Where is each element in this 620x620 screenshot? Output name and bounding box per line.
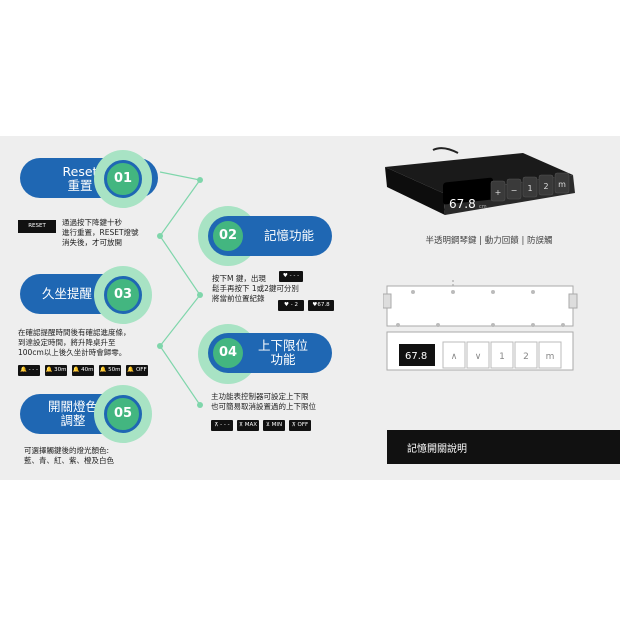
keypad-device-image: 67.8 cm + − 1 2 m [385, 147, 575, 215]
limits-key-min: ⊻ MIN [263, 420, 285, 431]
limits-description: 主功能表控制器可設定上下限 也可簡易取消設置過的上下限位 [211, 392, 316, 411]
memory-title: 記憶功能 [263, 228, 314, 243]
light-title-line2: 調整 [60, 413, 86, 428]
number-badge-02: 02 [210, 218, 246, 254]
panel-btn-up: ∧ [451, 352, 458, 362]
sit-key-40: 🔔 40m [72, 365, 94, 376]
limits-title-line2: 功能 [270, 352, 296, 367]
number-badge-03: 03 [104, 276, 142, 314]
number-badge-04: 04 [210, 335, 246, 371]
limits-key-max: ⊼ MAX [237, 420, 259, 431]
sit-key-off: 🔔 OFF [126, 365, 148, 376]
panel-btn-1: 1 [499, 352, 505, 362]
panel-btn-m: m [546, 352, 555, 362]
device-btn-2: 2 [543, 182, 548, 191]
panel-btn-down: ∨ [475, 352, 482, 362]
memory-description: 按下M 鍵，出現 鬆手再按下 1或2鍵可分別 將當前位置紀錄 [212, 274, 299, 303]
sit-reminder-title: 久坐提醒 [41, 286, 92, 301]
memory-key-height: ♥67.8 [308, 300, 334, 311]
light-color-description: 可選擇觸鍵後的燈光顏色: 藍、青、紅、紫、橙及白色 [24, 446, 114, 465]
device-btn-down: − [511, 186, 518, 195]
reset-key: RESET [18, 220, 56, 233]
panel-diagram: 67.8 ∧ ∨ 1 2 m [383, 280, 578, 371]
limits-title-line1: 上下限位 [257, 338, 308, 353]
memory-switch-title: 記憶開關說明 [407, 444, 467, 455]
sit-key-0: 🔔 - - - [18, 365, 40, 376]
device-btn-1: 1 [527, 184, 532, 193]
light-title-line1: 開關燈色 [47, 399, 98, 414]
sit-reminder-description: 在確認提醒時間後有確認進度條， 到達設定時間，將升降桌升至 100cm以上後久坐… [18, 328, 131, 357]
number-badge-01: 01 [104, 160, 142, 198]
device-btn-up: + [495, 188, 502, 197]
sit-key-30: 🔔 30m [45, 365, 67, 376]
reset-title-line2: 重置 [67, 178, 93, 193]
number-badge-05: 05 [104, 395, 142, 433]
sit-key-50: 🔔 50m [99, 365, 121, 376]
reset-title-line1: Reset [62, 164, 98, 179]
memory-key-2: ♥ - 2 [278, 300, 304, 311]
device-display-value: 67.8 [449, 197, 476, 211]
memory-switch-bar: 記憶開關說明 [387, 430, 620, 464]
reset-description: 通過按下降鍵十秒 進行重置，RESET燈號 消失後，才可放開 [62, 218, 139, 247]
memory-key-m: ♥ - - - [279, 271, 303, 282]
panel-display-value: 67.8 [405, 351, 427, 362]
device-display-unit: cm [479, 204, 487, 210]
device-caption: 半透明鋼琴鍵 | 動力回饋 | 防誤觸 [425, 236, 553, 246]
limits-key-off: ⊼ OFF [289, 420, 311, 431]
limits-key-0: ⊼ - - - [211, 420, 233, 431]
panel-btn-2: 2 [523, 352, 529, 362]
device-btn-m: m [558, 180, 566, 189]
